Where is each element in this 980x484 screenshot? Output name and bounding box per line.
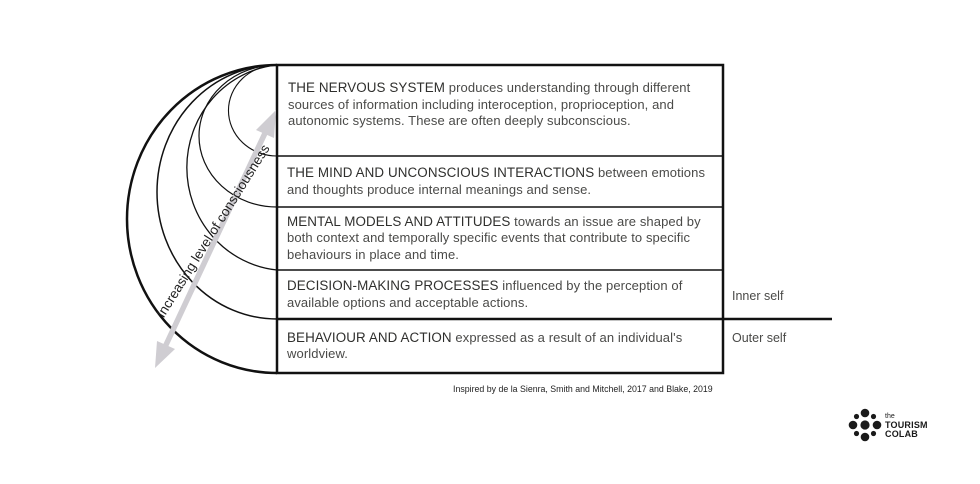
- logo-colab: COLAB: [885, 428, 918, 439]
- layer-heading: DECISION-MAKING PROCESSES: [287, 278, 499, 293]
- layers-frame: [275, 63, 725, 375]
- arc-layer-2: [198, 64, 278, 208]
- layer-text: towards an issue are shaped by both cont…: [287, 213, 701, 262]
- layer-heading: BEHAVIOUR AND ACTION: [287, 329, 452, 345]
- outer-self-label: Outer self: [732, 331, 787, 345]
- logo-the: the: [885, 412, 895, 420]
- layer-mental-models: MENTAL MODELS AND ATTITUDES towards an i…: [277, 207, 723, 270]
- layer-text: produces understanding through different…: [288, 80, 691, 128]
- layer-mind-unconscious: THE MIND AND UNCONSCIOUS INTERACTIONS be…: [277, 156, 723, 207]
- logo-tourism: TOURISM: [885, 419, 928, 430]
- colab-logo-icon: [848, 408, 882, 442]
- logo-wordmark: the TOURISM COLAB: [885, 412, 928, 439]
- arrow-head-top-icon: [256, 110, 276, 138]
- layer-heading: THE NERVOUS SYSTEM: [288, 80, 446, 95]
- tourism-colab-logo: the TOURISM COLAB: [848, 408, 928, 442]
- inner-self-label: Inner self: [732, 289, 784, 303]
- layer-heading: MENTAL MODELS AND ATTITUDES: [287, 213, 511, 229]
- layer-text: between emotions and thoughts produce in…: [287, 165, 706, 197]
- layer-heading: THE MIND AND UNCONSCIOUS INTERACTIONS: [287, 165, 595, 180]
- layer-text: influenced by the perception of availabl…: [287, 278, 683, 310]
- layer-nervous-system: THE NERVOUS SYSTEM produces understandin…: [277, 80, 723, 156]
- credit-text: Inspired by de la Sienra, Smith and Mitc…: [453, 384, 713, 394]
- consciousness-arrow-shaft: [162, 129, 269, 349]
- arc-layer-3: [186, 64, 278, 271]
- arc-outer-layer: [125, 63, 278, 375]
- layer-decision-making: DECISION-MAKING PROCESSES influenced by …: [277, 270, 723, 319]
- layer-behaviour-action: BEHAVIOUR AND ACTION expressed as a resu…: [277, 319, 723, 373]
- arc-layer-4: [156, 64, 278, 320]
- layer-text: expressed as a result of an individual's…: [287, 329, 683, 362]
- arrow-head-bottom-icon: [155, 341, 175, 368]
